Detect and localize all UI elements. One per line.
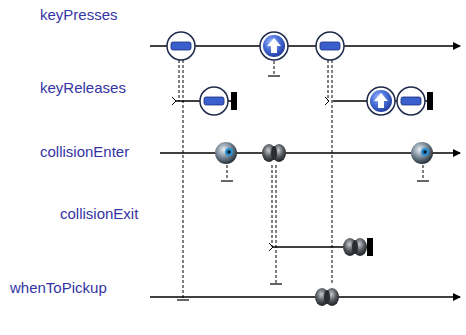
collision-marble: [262, 144, 286, 162]
key-marble: [397, 87, 425, 115]
timeline: [150, 45, 460, 46]
collision-marble: [343, 238, 367, 256]
collision-marble: [411, 142, 433, 164]
pickup-marble: [315, 288, 339, 306]
key-marble: [200, 87, 228, 115]
stream-label: whenToPickup: [8, 279, 109, 297]
key-marble: [316, 32, 344, 60]
key-marble: [260, 32, 288, 60]
stream-label: collisionEnter: [38, 143, 131, 161]
key-marble: [167, 32, 195, 60]
timeline: [150, 296, 460, 297]
key-marble: [367, 87, 395, 115]
stream-label: keyPresses: [38, 6, 120, 24]
stream-label: collisionExit: [58, 205, 140, 223]
stream-label: keyReleases: [38, 79, 128, 97]
collision-marble: [215, 142, 237, 164]
